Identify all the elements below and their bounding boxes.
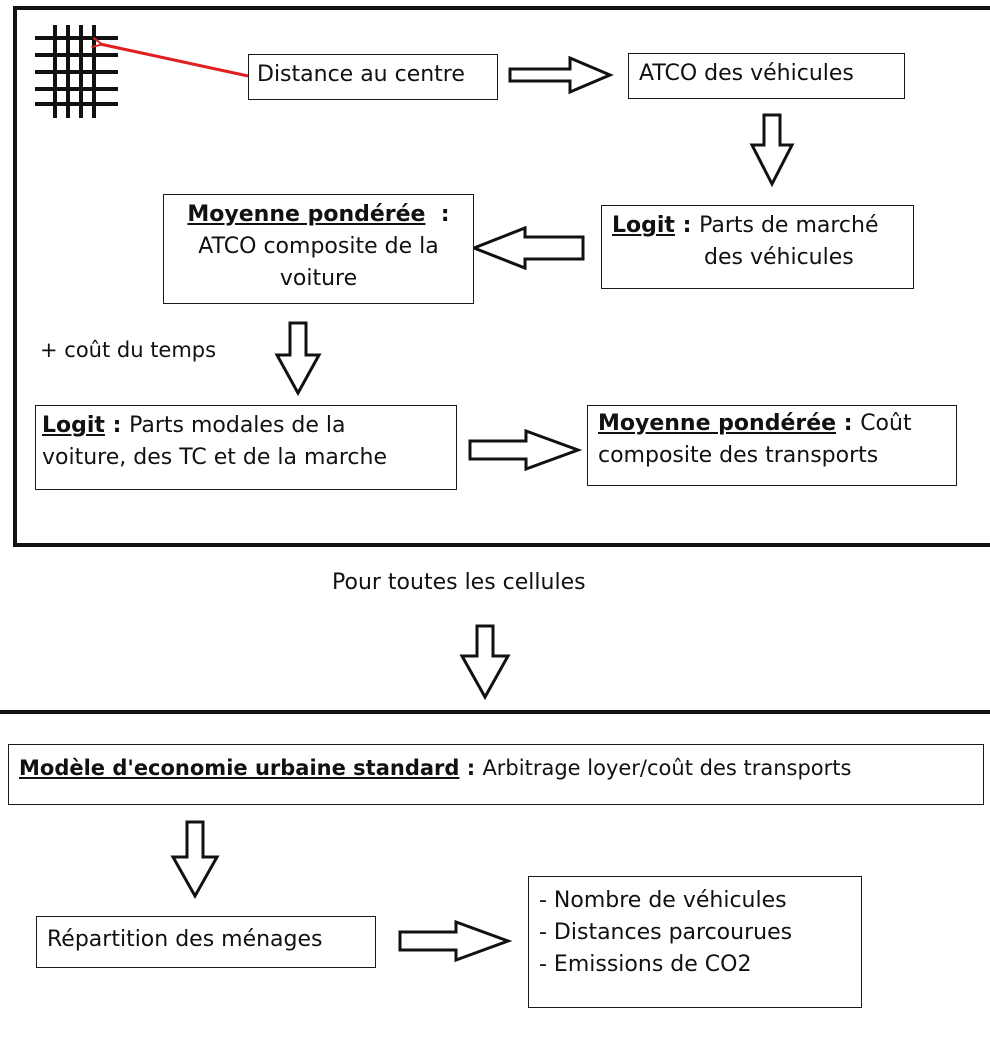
logit-vehicles-text2: des véhicules	[704, 244, 854, 270]
weighted-car-box: Moyenne pondérée : ATCO composite de la …	[163, 194, 474, 304]
weighted-transport-line1: Moyenne pondérée : Coût	[598, 408, 946, 440]
grid-icon	[35, 25, 118, 118]
weighted-car-text2: voiture	[279, 265, 358, 291]
distance-box: Distance au centre	[248, 54, 498, 100]
output-item: - Emissions de CO2	[539, 951, 752, 977]
all-cells-label: Pour toutes les cellules	[332, 570, 586, 595]
arrow-right-1	[508, 55, 614, 95]
outputs-box: - Nombre de véhicules - Distances parcou…	[528, 876, 862, 1008]
arrow-down-1	[749, 113, 795, 188]
arrow-right-2	[468, 428, 583, 472]
weighted-car-line1: Moyenne pondérée :	[170, 199, 467, 231]
logit-modes-box: Logit : Parts modales de la voiture, des…	[35, 405, 457, 490]
weighted-transport-label: Moyenne pondérée	[598, 411, 837, 436]
households-label: Répartition des ménages	[47, 927, 323, 952]
atco-label: ATCO des véhicules	[639, 61, 854, 86]
time-cost-label: + coût du temps	[40, 338, 217, 362]
logit-sep: :	[674, 213, 700, 238]
logit-vehicles-line1: Logit : Parts de marché	[612, 210, 903, 242]
logit-vehicles-box: Logit : Parts de marché des véhicules	[601, 205, 914, 289]
distance-label: Distance au centre	[257, 62, 465, 87]
weighted-car-sep: :	[425, 202, 450, 227]
model-text: Arbitrage loyer/coût des transports	[482, 756, 852, 780]
arrow-right-3	[398, 919, 513, 963]
pointer-arrow	[100, 44, 249, 78]
atco-box: ATCO des véhicules	[628, 53, 905, 99]
top-frame	[13, 6, 990, 547]
model-label: Modèle d'economie urbaine standard	[19, 756, 460, 780]
weighted-car-label: Moyenne pondérée	[187, 202, 426, 227]
weighted-car-text1: ATCO composite de la	[198, 233, 439, 259]
model-sep: :	[459, 756, 483, 780]
weighted-transport-sep: :	[836, 411, 861, 436]
logit-vehicles-text1: Parts de marché	[699, 213, 879, 238]
model-line: Modèle d'economie urbaine standard : Arb…	[19, 753, 973, 783]
arrow-down-3	[459, 624, 511, 701]
arrow-down-4	[170, 820, 220, 900]
logit-modes-sep: :	[104, 413, 130, 438]
households-box: Répartition des ménages	[36, 916, 376, 968]
weighted-transport-text2: composite des transports	[598, 442, 879, 468]
logit-modes-text1: Parts modales de la	[129, 413, 346, 438]
logit-modes-text2: voiture, des TC et de la marche	[42, 444, 387, 470]
output-item: - Nombre de véhicules	[539, 888, 787, 913]
logit-modes-label: Logit	[42, 413, 105, 438]
model-box: Modèle d'economie urbaine standard : Arb…	[8, 744, 984, 805]
arrow-down-2	[274, 321, 322, 397]
bottom-frame-top-border	[0, 710, 990, 714]
output-item: - Distances parcourues	[539, 919, 793, 945]
logit-label: Logit	[612, 213, 675, 238]
arrow-left-1	[469, 225, 585, 271]
weighted-transport-box: Moyenne pondérée : Coût composite des tr…	[587, 405, 957, 486]
logit-modes-line1: Logit : Parts modales de la	[42, 410, 450, 442]
weighted-transport-text1: Coût	[860, 411, 912, 436]
